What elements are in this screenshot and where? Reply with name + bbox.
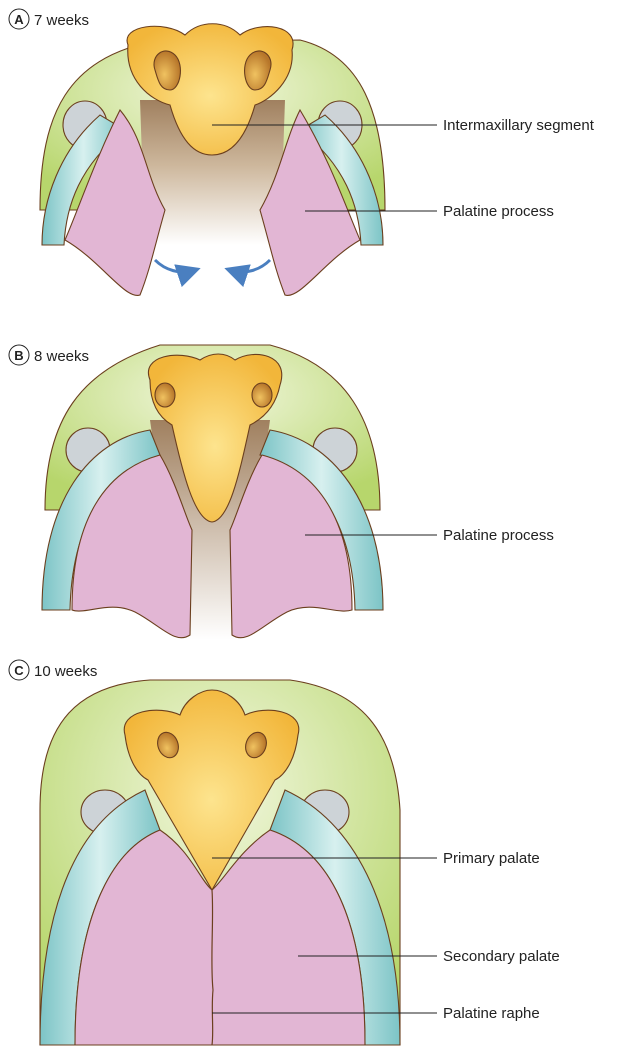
label-palatine-process-a: Palatine process [443,203,554,220]
panel-c-title: 10 weeks [34,663,97,680]
label-palatine-raphe: Palatine raphe [443,1005,540,1022]
panel-b: B 8 weeks Palatine process [9,345,554,640]
label-primary-palate: Primary palate [443,850,540,867]
panel-b-badge: B [14,348,23,363]
arrow-left-icon [230,260,270,272]
panel-b-title: 8 weeks [34,348,89,365]
panel-c: C 10 weeks Primary palate Secondary pala… [9,660,560,1045]
nasal-pit-left [155,383,175,407]
arrow-right-icon [155,260,195,272]
label-secondary-palate: Secondary palate [443,948,560,965]
nasal-pit-right [252,383,272,407]
panel-a-title: 7 weeks [34,12,89,29]
label-intermaxillary-segment: Intermaxillary segment [443,117,595,134]
label-palatine-process-b: Palatine process [443,527,554,544]
panel-a-badge: A [14,12,24,27]
panel-a: A 7 weeks Intermaxillary segment Palatin… [9,9,595,295]
panel-c-badge: C [14,663,24,678]
